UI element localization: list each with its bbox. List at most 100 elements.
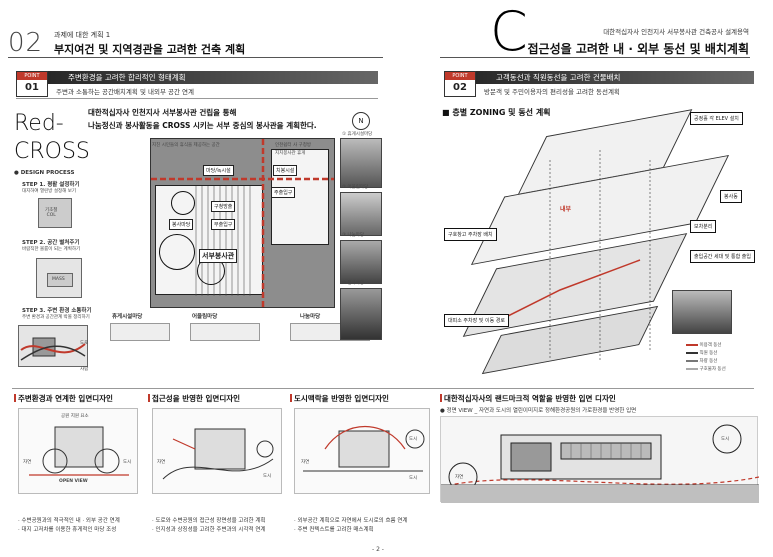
step-1-diagram: 기초쳘 COL	[38, 198, 72, 228]
map-label-main: 서부봉사관	[199, 249, 238, 263]
page-title: 접근성을 고려한 내 · 외부 동선 및 배치계획	[527, 42, 749, 56]
step-1-title: STEP 1. 평활 설정하기	[22, 182, 80, 188]
map-bottom-label-2: 어울림마당	[192, 314, 218, 320]
facade-view-caption: ● 정면 VIEW _ 자연과 도시의 열린이미지로 정해환경공원의 가로환경을…	[440, 408, 637, 414]
north-label: N	[358, 117, 364, 125]
tag-service: 봉사동	[720, 190, 742, 203]
diagram-1-drawing	[29, 426, 129, 476]
tree-circle	[159, 234, 195, 270]
point-label: POINT	[17, 72, 47, 80]
header-rule-right	[440, 57, 750, 58]
site-plan-map: 마당/녹시설 치봉시설 구청방출 부출입구 서부봉사관 봉사마당 주출입구	[150, 138, 335, 308]
header-rule-left	[8, 57, 383, 58]
statement-line-2: 나눔정신과 봉사활동을 CROSS 시키는 서부 중심의 봉사관을 계획한다.	[88, 121, 317, 130]
heading-text: 접근성을 반영한 입면디자인	[152, 394, 241, 403]
flow-legend: 이용객 동선 직원 동선 차량 동선 구호물자 동선	[686, 342, 756, 372]
elevation-heading-2: 접근성을 반영한 입면디자인	[148, 393, 240, 404]
tag-separation: 보차분리	[690, 220, 717, 233]
point-badge-left: POINT 01	[16, 71, 48, 97]
step-2-desc: 바람직한 볼륨이 되는 계획하기	[22, 247, 81, 252]
red-annotation: 내부	[560, 206, 572, 213]
legend-item-4: 구호물자 동선	[686, 366, 756, 372]
step-3-title: STEP 3. 주변 환경 소통하기	[22, 308, 92, 314]
step-1-desc: 대지하여 열린방 설정해 보기	[22, 189, 76, 194]
heading-text: 도시맥락을 반영한 입면디자인	[294, 394, 389, 403]
right-section-bar: 고객동선과 직원동선을 고려한 건물배치	[444, 71, 754, 84]
point-number: 01	[25, 82, 39, 93]
diagram-label: 자연	[301, 460, 310, 465]
photo-label: ① 휴게시설마당	[342, 132, 373, 137]
legend-item-label: 차량 동선	[699, 359, 718, 364]
point-badge-right: POINT 02	[444, 71, 476, 97]
bullet: · 도로와 수변공원의 접근성 장면성을 고려한 계획	[152, 518, 266, 524]
right-bar-description: 방문객 및 주민이용자의 편리성을 고려한 동선계획	[484, 88, 620, 96]
elevation-diagram-3: 도시 도시 자연	[294, 408, 430, 494]
note-box	[110, 323, 170, 341]
left-section-bar: 주변환경을 고려한 합리적인 형태계획	[16, 71, 378, 84]
map-bottom-label-3: 나눔마당	[300, 314, 321, 320]
diagram-3-drawing	[303, 426, 425, 472]
elevation-diagram-2: 자연 도시	[152, 408, 282, 494]
legend-item-label: 구호물자 동선	[699, 367, 726, 372]
legend-item-3: 차량 동선	[686, 358, 756, 364]
map-note-3: 지치봉사관 휴게	[275, 151, 306, 156]
diagram-label: 자연	[157, 460, 166, 465]
bullet: · 대지 고저차를 이용한 휴게적인 마당 조성	[18, 527, 117, 533]
photo-label: ④ 봉사마당	[342, 281, 365, 286]
iso-circulation-lines	[499, 150, 651, 360]
diagram-label: OPEN VIEW	[59, 479, 88, 484]
step-3-arrows	[20, 337, 86, 361]
step-3-diagram	[18, 325, 88, 367]
map-note-1: 지친 시민들의 휴식을 제공하는 공간	[152, 143, 220, 148]
legend-item-label: 이용객 동선	[699, 343, 722, 348]
point-label: POINT	[445, 72, 475, 80]
diagram-label: 자연	[23, 460, 32, 465]
left-rule	[16, 98, 378, 99]
facade-drawing	[440, 424, 760, 503]
map-label: 부출입구	[211, 219, 236, 230]
legend-item-1: 이용객 동선	[686, 342, 756, 348]
step-3-desc: 주변 환경과 공간관계 박볼 정리하기	[22, 315, 90, 320]
tag-storage-parking: 구호창고 주차장 배치	[444, 228, 497, 241]
photo-rest-area	[340, 138, 382, 188]
legend-item-2: 직원 동선	[686, 350, 756, 356]
photo-service	[340, 288, 382, 340]
step-2-diagram: MASS	[36, 258, 82, 298]
tree-circle	[171, 191, 195, 215]
elevation-heading-4: 대한적십자사의 랜드마크적 역할을 반영한 입면 디자인	[440, 393, 616, 404]
facade-label-city: 도시	[721, 437, 730, 442]
left-bar-title: 주변환경을 고려한 합리적인 형태계획	[68, 73, 186, 82]
photo-gathering	[340, 192, 382, 236]
elevation-diagram-1: 공원 지원 요소 OPEN VIEW 자연 도시	[18, 408, 138, 494]
diagram-label: 도시	[263, 474, 272, 479]
step-2-mass-label: MASS	[52, 277, 65, 282]
bottom-rule	[12, 388, 754, 389]
north-arrow: N	[352, 112, 370, 130]
diagram-2-drawing	[162, 428, 274, 480]
photo-entrance	[672, 290, 732, 334]
page-number: - 2 -	[372, 546, 384, 553]
photo-sharing	[340, 240, 382, 284]
map-label: 봉사마당	[169, 219, 194, 230]
point-number: 02	[453, 82, 467, 93]
right-bar-title: 고객동선과 직원동선을 고려한 건물배치	[496, 73, 621, 82]
photo-label: ③ 나눔마당	[342, 233, 365, 238]
bullet: · 수변공원과의 적극적인 내 · 외부 공간 연계	[18, 518, 120, 524]
bullet: · 주변 컨텍스트를 고려한 매스계획	[294, 527, 374, 533]
bullet: · 외부공간 계획으로 자연에서 도시로의 흐름 연계	[294, 518, 408, 524]
section-subtitle: 과제에 대한 계획 1	[54, 31, 111, 39]
left-bar-description: 주변과 소통하는 공간배치계획 및 내외부 공간 연계	[56, 88, 194, 96]
tag-evacuation: 대피소 주차장 및 이동 경로	[444, 314, 509, 327]
map-label: 구청방출	[211, 201, 236, 212]
map-label: 치봉시설	[273, 165, 298, 176]
big-letter: C	[490, 0, 528, 63]
heading-text: 주변환경과 연계한 입면디자인	[18, 394, 113, 403]
step-1-diagram-label: 기초쳘 COL	[45, 208, 58, 218]
section-title: 부지여건 및 지역경관을 고려한 건축 계획	[54, 43, 246, 56]
map-bottom-notes	[110, 321, 380, 351]
facade-label-nature: 자연	[455, 475, 464, 480]
map-note-2: 인천쉼터 사 구청방	[275, 143, 311, 148]
diagram-label: 도시	[123, 460, 132, 465]
diagram-label: 도시	[409, 437, 418, 442]
project-name: 대한적십자사 인천지사 서부봉사관 건축공사 설계용역	[603, 28, 749, 36]
